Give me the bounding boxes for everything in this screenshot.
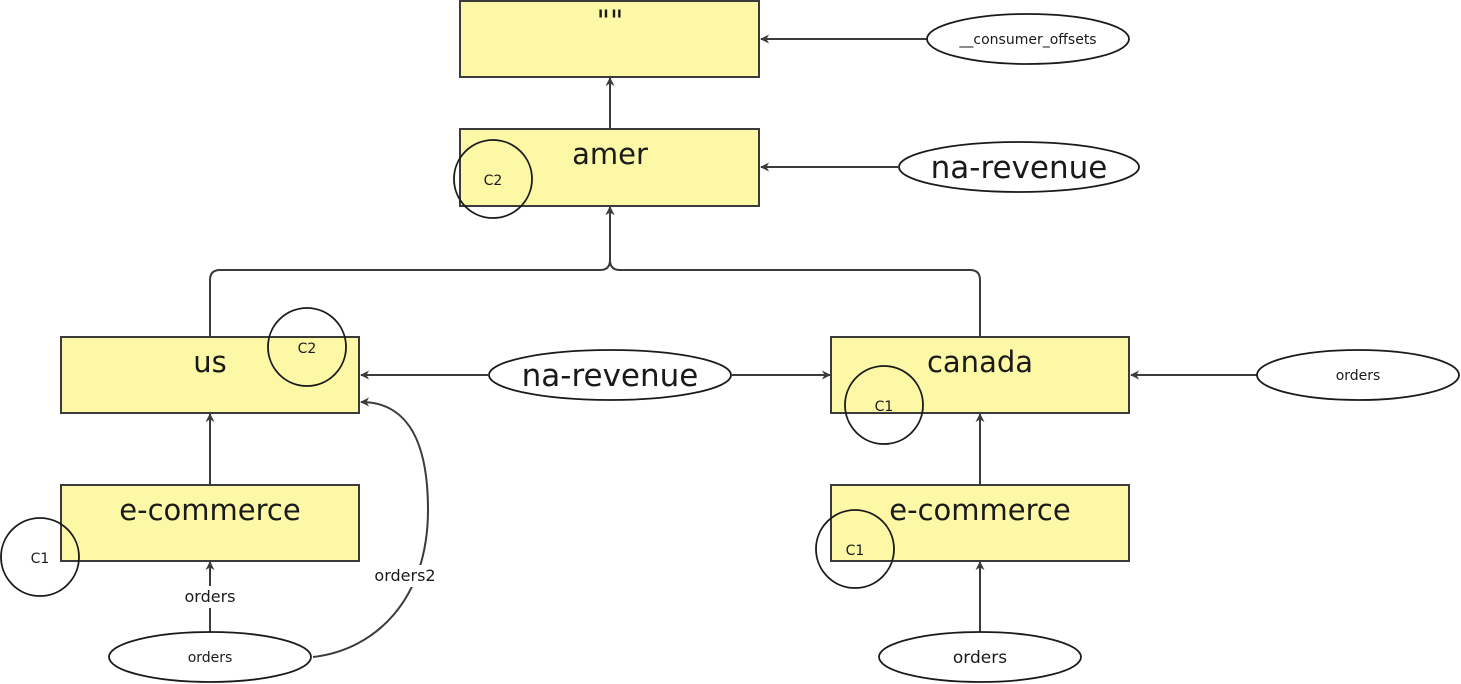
ellipse-ca-orders-label: orders	[953, 648, 1007, 668]
ellipse-na-revenue-top-label: na-revenue	[931, 150, 1108, 186]
ellipse-na-revenue-mid-label: na-revenue	[522, 358, 699, 394]
node-root[interactable]: ""	[459, 0, 760, 78]
marker-ca-ecom-c1: C1	[815, 509, 895, 589]
edge-label-orders: orders	[185, 587, 236, 606]
marker-ca-ecom-c1-label: C1	[846, 543, 865, 559]
node-us[interactable]: us	[60, 336, 360, 414]
ellipse-us-orders[interactable]: orders	[108, 631, 312, 683]
ellipse-canada-orders[interactable]: orders	[1256, 349, 1460, 401]
node-us-ecommerce[interactable]: e-commerce	[60, 484, 360, 562]
edge-canada-to-amer	[605, 206, 981, 337]
ellipse-consumer-offsets[interactable]: __consumer_offsets	[926, 13, 1130, 65]
ellipse-na-revenue-mid[interactable]: na-revenue	[488, 349, 732, 401]
marker-us-c2-label: C2	[298, 341, 317, 357]
marker-amer-c2-label: C2	[484, 173, 503, 189]
node-ca-ecommerce-label: e-commerce	[889, 493, 1070, 527]
node-amer-label: amer	[572, 137, 648, 171]
edge-us-to-amer	[209, 206, 615, 337]
node-amer[interactable]: amer	[459, 128, 760, 207]
node-root-label: ""	[597, 4, 624, 38]
node-canada[interactable]: canada	[830, 336, 1130, 414]
node-us-ecommerce-label: e-commerce	[119, 493, 300, 527]
ellipse-na-revenue-top[interactable]: na-revenue	[898, 141, 1140, 193]
marker-canada-c1: C1	[844, 365, 924, 445]
edges	[205, 34, 1257, 658]
marker-us-ecom-c1: C1	[0, 517, 80, 597]
marker-canada-c1-label: C1	[875, 399, 894, 415]
edge-labels: orders orders2	[180, 565, 440, 608]
ellipse-ca-orders[interactable]: orders	[878, 631, 1082, 683]
node-us-label: us	[193, 345, 227, 379]
node-ca-ecommerce[interactable]: e-commerce	[830, 484, 1130, 562]
edge-us-orders-to-us-curve	[312, 397, 430, 658]
marker-us-ecom-c1-label: C1	[31, 551, 50, 567]
edge-label-orders2: orders2	[374, 566, 435, 585]
ellipse-consumer-offsets-label: __consumer_offsets	[958, 32, 1096, 48]
node-canada-label: canada	[927, 345, 1033, 379]
marker-us-c2: C2	[267, 307, 347, 387]
ellipse-canada-orders-label: orders	[1336, 368, 1381, 384]
marker-amer-c2: C2	[453, 139, 533, 219]
ellipse-us-orders-label: orders	[188, 650, 233, 666]
